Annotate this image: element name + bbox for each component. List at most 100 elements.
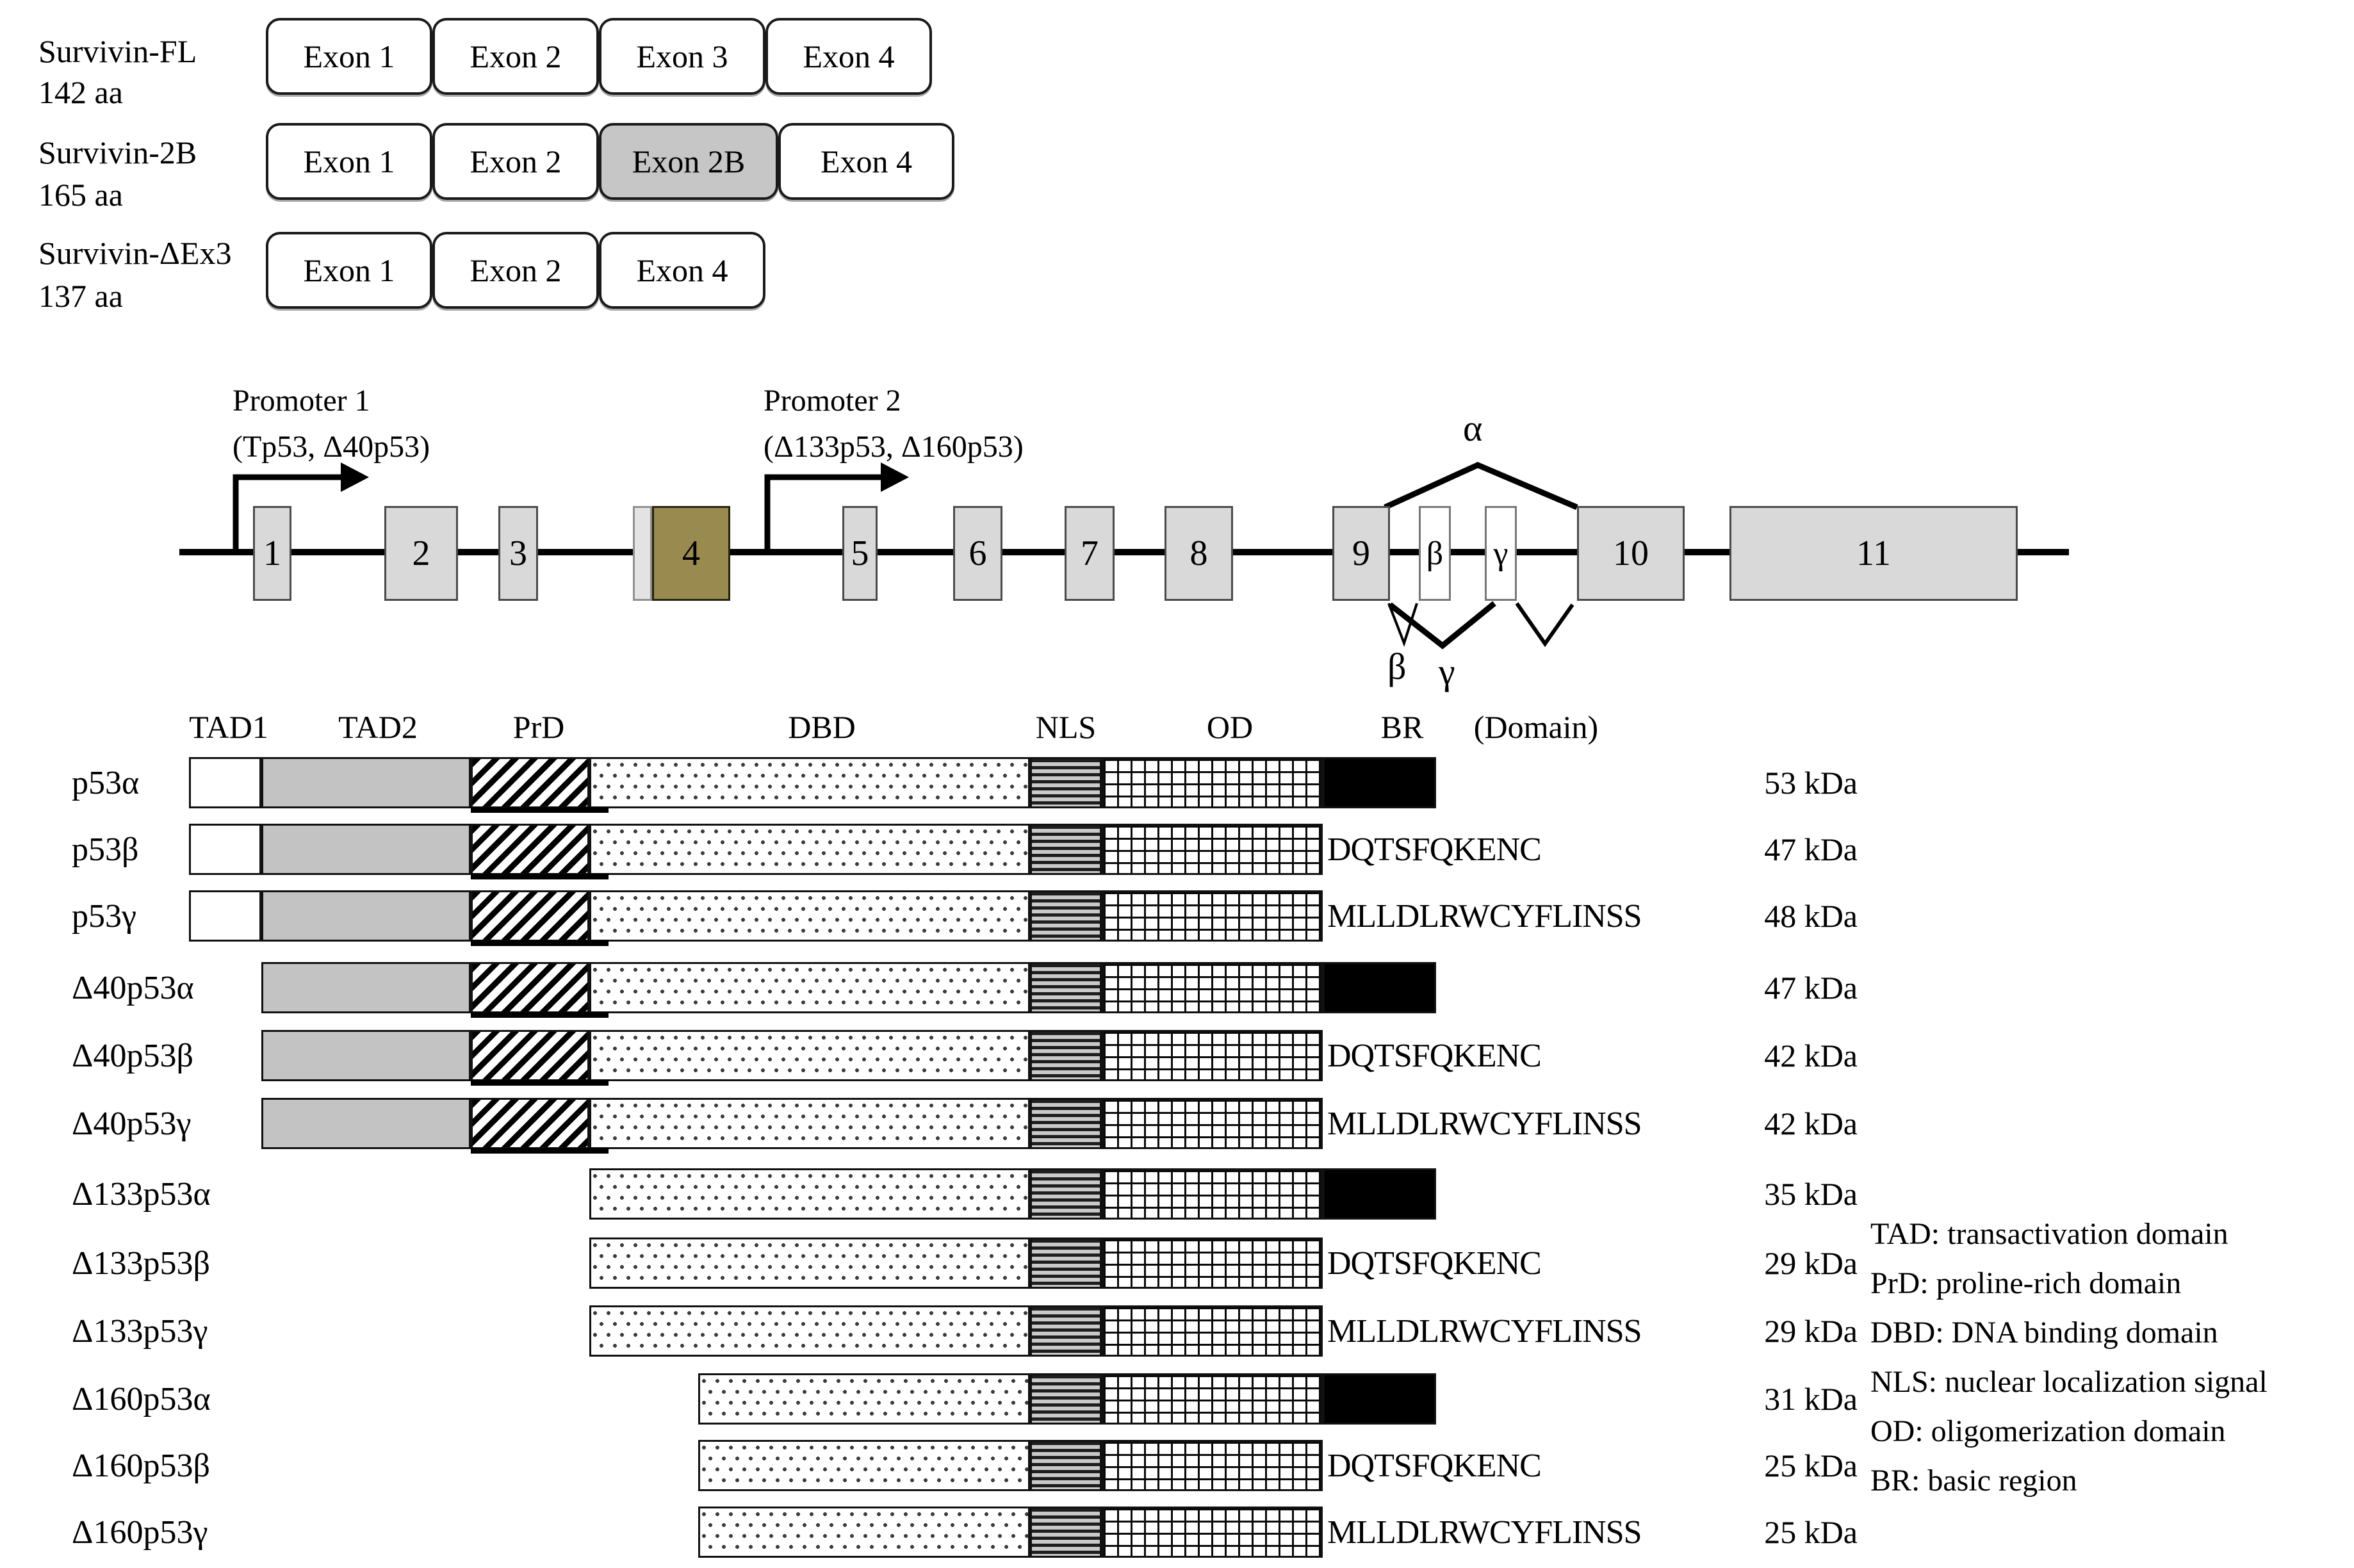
gamma-splice-label: γ [1439, 651, 1455, 692]
gene-exon-box: β [1419, 506, 1451, 601]
survivin-exon-box: Exon 4 [599, 232, 765, 309]
p53-domain-segment-od [1102, 1030, 1323, 1081]
gene-exon-box: 6 [953, 506, 1002, 601]
legend-item: NLS: nuclear localization signal [1870, 1365, 2268, 1399]
p53-domain-segment-dbd [589, 1237, 1030, 1289]
legend-item: DBD: DNA binding domain [1870, 1316, 2218, 1350]
p53-domain-segment-nls [1030, 757, 1102, 808]
p53-domain-segment-nls [1030, 1507, 1102, 1558]
prd-underline [471, 807, 609, 813]
gene-exon-box: 10 [1577, 506, 1685, 601]
p53-domain-segment-nls [1030, 962, 1102, 1013]
p53-domain-segment-od [1102, 1440, 1323, 1491]
legend-item: OD: oligomerization domain [1870, 1414, 2226, 1448]
domain-header-label: TAD1 [189, 709, 268, 745]
p53-domain-segment-br [1323, 1168, 1436, 1220]
p53-tail-sequence: DQTSFQKENC [1327, 1447, 1542, 1484]
survivin-row-aa: 165 aa [38, 177, 123, 213]
p53-row-label: Δ40p53γ [72, 1105, 192, 1142]
domain-header-label: TAD2 [338, 709, 418, 745]
p53-domain-segment-dbd [589, 1030, 1030, 1081]
survivin-row-aa: 137 aa [38, 278, 123, 314]
p53-domain-segment-prd [471, 1098, 589, 1149]
p53-domain-segment-nls [1030, 1305, 1102, 1357]
p53-domain-segment-dbd [589, 1098, 1030, 1149]
survivin-exon-box: Exon 4 [765, 18, 932, 95]
survivin-exon-box: Exon 4 [778, 123, 954, 200]
p53-kda-label: 47 kDa [1764, 970, 1858, 1006]
p53-row-label: Δ133p53β [72, 1245, 210, 1282]
p53-domain-segment-tad1 [189, 824, 261, 875]
gene-exon-box: 2 [384, 506, 458, 601]
p53-domain-segment-od [1102, 962, 1323, 1013]
p53-kda-label: 53 kDa [1764, 765, 1858, 801]
p53-domain-segment-tad2 [261, 824, 471, 875]
p53-domain-segment-br [1323, 962, 1436, 1013]
p53-domain-segment-tad1 [189, 890, 261, 942]
p53-row-label: Δ40p53β [72, 1037, 193, 1074]
promoter1-label: Promoter 1 (Tp53, Δ40p53) [233, 378, 430, 470]
gene-exon-box: 9 [1332, 506, 1390, 601]
p53-row-label: Δ40p53α [72, 969, 194, 1006]
p53-domain-segment-dbd [589, 962, 1030, 1013]
domain-header-label: DBD [788, 709, 856, 745]
p53-domain-segment-od [1102, 1305, 1323, 1357]
survivin-row-name: Survivin-2B [38, 135, 197, 170]
gene-exon-box: 8 [1165, 506, 1233, 601]
gene-exon-box: 3 [498, 506, 538, 601]
p53-domain-segment-od [1102, 1098, 1323, 1149]
p53-domain-segment-br [1323, 1373, 1436, 1425]
p53-domain-segment-tad2 [261, 890, 471, 942]
legend-item: BR: basic region [1870, 1464, 2077, 1498]
p53-domain-segment-tad2 [261, 1098, 471, 1149]
p53-domain-segment-od [1102, 1237, 1323, 1289]
p53-domain-segment-dbd [589, 1168, 1030, 1220]
p53-domain-segment-nls [1030, 890, 1102, 942]
p53-domain-segment-od [1102, 1168, 1323, 1220]
p53-kda-label: 25 kDa [1764, 1448, 1858, 1483]
p53-kda-label: 42 kDa [1764, 1038, 1858, 1074]
prd-underline [471, 940, 609, 946]
legend-item: TAD: transactivation domain [1870, 1217, 2228, 1251]
survivin-exon-box: Exon 3 [599, 18, 765, 95]
p53-domain-segment-dbd [589, 890, 1030, 942]
p53-row-label: p53γ [72, 897, 136, 935]
p53-kda-label: 31 kDa [1764, 1381, 1858, 1417]
survivin-exon-box: Exon 1 [266, 232, 432, 309]
p53-row-label: Δ160p53α [72, 1380, 211, 1417]
downstream-splice-lines [1515, 602, 1574, 648]
p53-domain-segment-prd [471, 757, 589, 808]
gene-exon-box: 7 [1065, 506, 1115, 601]
gene-exon-box [633, 506, 652, 601]
p53-domain-segment-br [1323, 757, 1436, 808]
domain-header-label: OD [1206, 709, 1254, 745]
beta-splice-lines [1387, 603, 1418, 647]
p53-row-label: p53β [72, 831, 139, 868]
p53-kda-label: 25 kDa [1764, 1514, 1858, 1550]
p53-domain-segment-od [1102, 1373, 1323, 1425]
alpha-splice-label: α [1463, 407, 1483, 449]
p53-tail-sequence: DQTSFQKENC [1327, 1245, 1542, 1282]
survivin-exon-box: Exon 2 [432, 232, 599, 309]
gene-exon-box: 11 [1729, 506, 2018, 601]
p53-row-label: Δ160p53γ [72, 1514, 208, 1551]
p53-domain-segment-od [1102, 890, 1323, 942]
p53-kda-label: 29 kDa [1764, 1313, 1858, 1349]
p53-domain-segment-od [1102, 1507, 1323, 1558]
domain-header-label: NLS [1035, 709, 1097, 745]
p53-domain-segment-nls [1030, 1098, 1102, 1149]
domain-header-label: (Domain) [1473, 709, 1599, 745]
p53-row-label: p53α [72, 764, 140, 801]
p53-row-label: Δ133p53γ [72, 1312, 208, 1350]
p53-domain-segment-nls [1030, 1030, 1102, 1081]
gene-exon-box: 4 [652, 506, 730, 601]
p53-domain-segment-nls [1030, 824, 1102, 875]
promoter2-arrowhead-icon [881, 462, 909, 492]
prd-underline [471, 874, 609, 879]
promoter1-subtitle: (Tp53, Δ40p53) [233, 430, 430, 464]
p53-tail-sequence: DQTSFQKENC [1327, 831, 1542, 868]
p53-domain-segment-nls [1030, 1237, 1102, 1289]
p53-domain-segment-dbd [589, 1305, 1030, 1357]
p53-domain-segment-tad2 [261, 757, 471, 808]
